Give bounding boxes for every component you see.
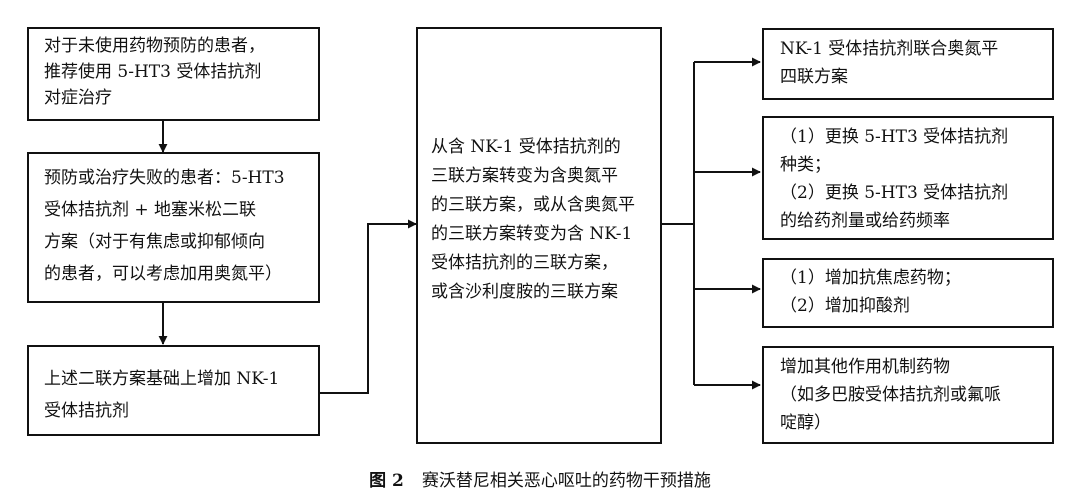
right-box-4: [762, 346, 1054, 444]
left-box-2: [27, 152, 320, 303]
right-box-2-line-2: 种类；: [780, 155, 831, 175]
right-box-1-line-2: 四联方案: [780, 67, 848, 87]
center-box-line-1: 从含 NK-1 受体拮抗剂的: [431, 137, 621, 157]
figure-caption: 图 2 赛沃替尼相关恶心呕吐的药物干预措施: [0, 466, 1080, 491]
left-box-2-line-3: 方案（对于有焦虑或抑郁倾向: [44, 232, 265, 252]
center-box-line-2: 三联方案转变为含奥氮平: [431, 166, 618, 186]
arrow-left-3-to-center: [320, 219, 417, 394]
left-box-3-line-1: 上述二联方案基础上增加 NK-1: [44, 369, 280, 389]
left-box-1: [27, 27, 320, 121]
right-box-1: [762, 28, 1054, 100]
right-box-2: [762, 116, 1054, 240]
center-box-line-3: 的三联方案，或从含奥氮平: [431, 195, 635, 215]
left-box-2-line-4: 的患者，可以考虑加用奥氮平）: [44, 264, 282, 284]
left-box-1-line-3: 对症治疗: [44, 88, 112, 108]
left-box-2-line-1: 预防或治疗失败的患者：5-HT3: [44, 168, 285, 188]
left-box-1-line-2: 推荐使用 5-HT3 受体拮抗剂: [44, 62, 262, 82]
right-box-3-line-2: （2）增加抑酸剂: [780, 296, 910, 316]
right-box-2-line-1: （1）更换 5-HT3 受体拮抗剂: [780, 127, 1009, 147]
figure-number: 图 2: [369, 471, 404, 491]
center-box-line-6: 或含沙利度胺的三联方案: [431, 282, 618, 302]
right-box-3: [762, 258, 1054, 328]
right-box-2-line-4: 的给药剂量或给药频率: [780, 211, 950, 231]
right-box-1-line-1: NK-1 受体拮抗剂联合奥氮平: [780, 39, 999, 59]
right-box-4-line-3: 啶醇）: [780, 413, 831, 433]
center-box-line-4: 的三联方案转变为含 NK-1: [431, 224, 633, 244]
left-box-1-line-1: 对于未使用药物预防的患者，: [44, 36, 265, 56]
right-box-2-line-3: （2）更换 5-HT3 受体拮抗剂: [780, 183, 1009, 203]
right-box-4-line-2: （如多巴胺受体拮抗剂或氟哌: [780, 385, 1001, 405]
left-box-3: [27, 345, 320, 436]
left-box-3-line-2: 受体拮抗剂: [44, 401, 129, 421]
right-box-3-line-1: （1）增加抗焦虑药物；: [780, 268, 961, 288]
figure-caption-text: 赛沃替尼相关恶心呕吐的药物干预措施: [421, 471, 711, 491]
center-box: [416, 27, 662, 444]
left-box-2-line-2: 受体拮抗剂 + 地塞米松二联: [44, 200, 257, 220]
right-box-4-line-1: 增加其他作用机制药物: [780, 357, 950, 377]
center-box-line-5: 受体拮抗剂的三联方案，: [431, 253, 618, 273]
